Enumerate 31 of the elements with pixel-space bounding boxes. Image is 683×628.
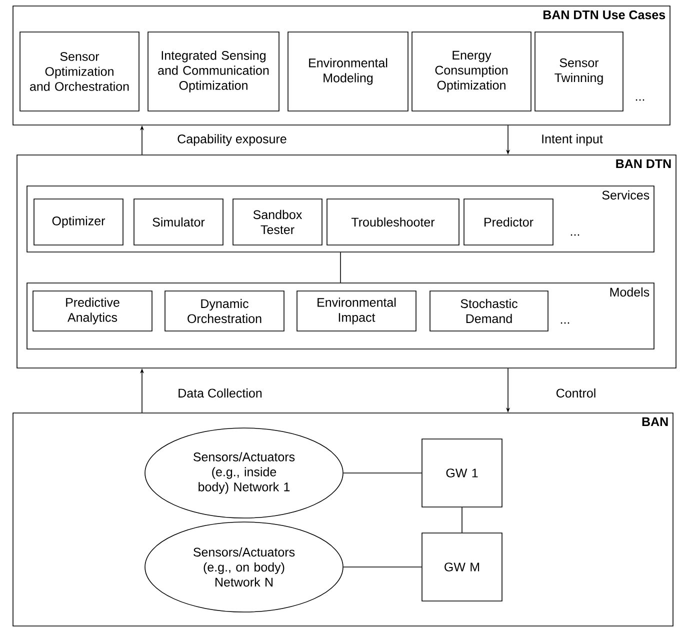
edge-label: Capability exposure — [176, 133, 288, 147]
process-box: Stochastic Demand — [430, 290, 548, 332]
edge-label: Intent input — [540, 133, 604, 147]
process-box: Optimizer — [34, 198, 124, 246]
group-title: Models — [610, 287, 650, 297]
process-box: GW 1 — [422, 438, 502, 508]
process-box: GW M — [422, 532, 502, 602]
ellipsis-text: ... — [636, 99, 644, 101]
process-box: Energy Consumption Optimization — [412, 32, 532, 112]
process-box: Environmental Modeling — [288, 32, 408, 112]
process-box: Sensor Optimization and Orchestration — [20, 32, 140, 112]
process-box: Predictive Analytics — [32, 290, 152, 332]
process-box: Environmental Impact — [296, 290, 416, 332]
process-box: Integrated Sensing and Communication Optimization — [148, 32, 280, 112]
edge-label: Data Collection — [176, 387, 264, 399]
ellipsis-text: ... — [560, 322, 570, 324]
process-box: Troubleshooter — [326, 198, 460, 246]
connector-line — [343, 566, 422, 568]
process-box: Dynamic Orchestration — [164, 290, 284, 332]
connector-line — [340, 252, 341, 283]
process-box: Simulator — [134, 198, 224, 246]
process-box: Sensor Twinning — [534, 32, 624, 112]
ellipsis-text: ... — [570, 234, 580, 236]
process-box: Predictor — [464, 198, 554, 246]
container-title: BAN — [642, 417, 668, 426]
container-title: BAN DTN Use Cases — [543, 10, 666, 20]
connector-line — [343, 472, 422, 474]
process-box: Sandbox Tester — [232, 198, 322, 246]
edge-label: Control — [554, 387, 598, 399]
container-title: BAN DTN — [616, 159, 671, 168]
group-title: Services — [602, 190, 650, 200]
